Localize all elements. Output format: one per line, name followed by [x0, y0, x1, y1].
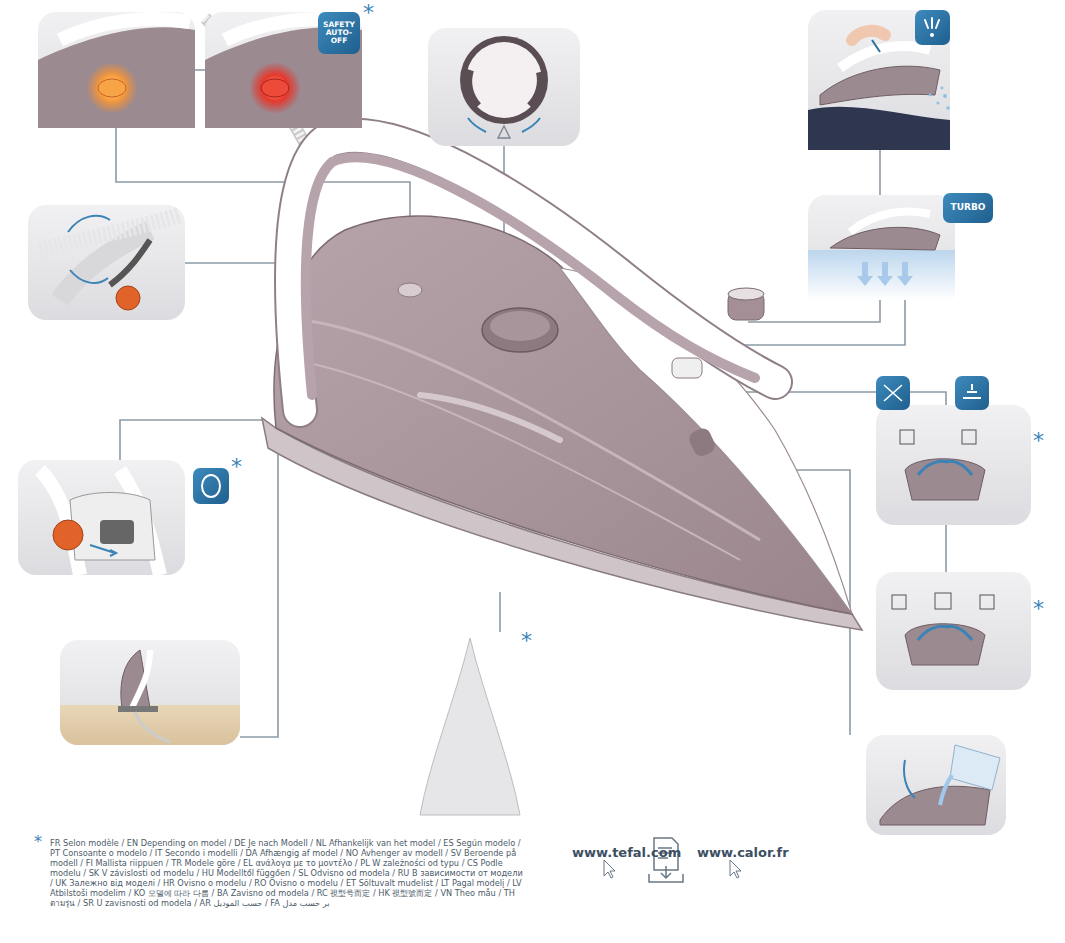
- badge-text: SAFETY AUTO-OFF: [320, 21, 358, 46]
- download-icon: [649, 838, 683, 882]
- website-url: www.calor.fr: [697, 846, 789, 859]
- footnote-asterisk: *: [34, 834, 42, 850]
- safety-badge: SAFETY AUTO-OFF: [318, 12, 360, 54]
- footnote-asterisk: *: [1033, 430, 1044, 452]
- badge-text: TURBO: [951, 203, 986, 213]
- footnote-text: FR Selon modèle / EN Depending on model …: [50, 838, 525, 908]
- footnote-asterisk: *: [363, 2, 374, 24]
- leader-line: [116, 70, 946, 737]
- detail-panel: [18, 10, 1031, 835]
- steam-iron: [262, 136, 862, 630]
- footnote-asterisk: *: [1033, 598, 1044, 620]
- website-url: www.tefal.com: [572, 846, 681, 859]
- cursor-icon: [604, 860, 741, 878]
- footnote-asterisk: *: [231, 456, 242, 478]
- footnote-asterisk: *: [521, 630, 532, 652]
- turbo-badge: TURBO: [943, 193, 993, 223]
